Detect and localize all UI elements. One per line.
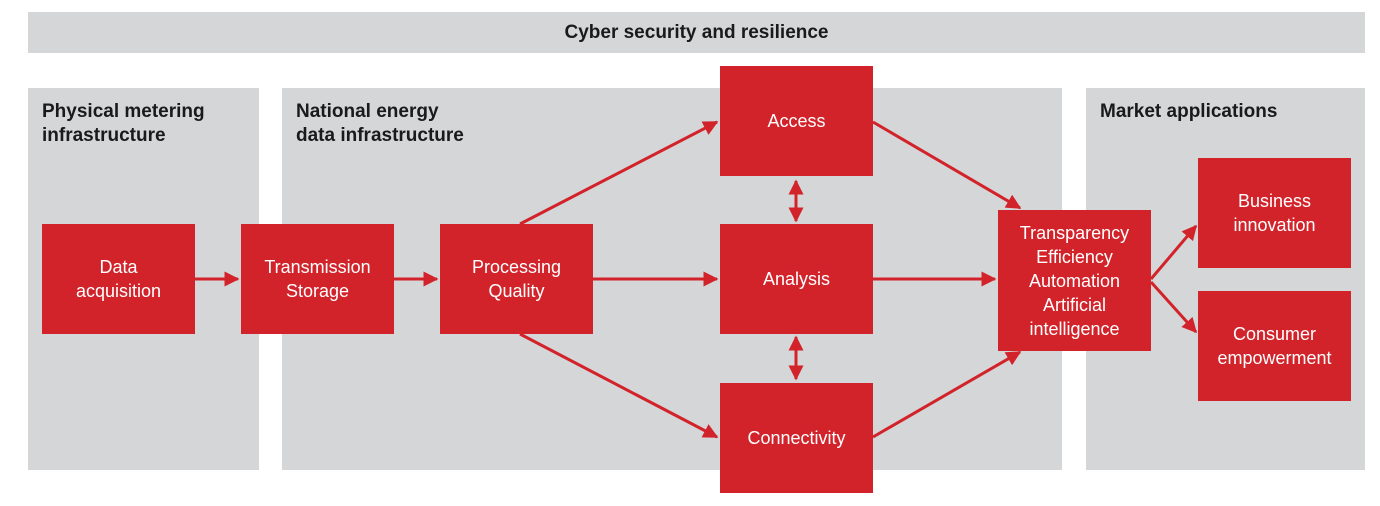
- outcomes-box: Transparency Efficiency Automation Artif…: [998, 210, 1151, 351]
- market-applications-title: Market applications: [1100, 100, 1277, 124]
- access-label: Access: [767, 111, 826, 131]
- national-energy-title: National energy data infrastructure: [296, 100, 464, 148]
- connectivity-box: Connectivity: [720, 383, 873, 493]
- arrow-outcomes-to-consumer: [1149, 280, 1198, 334]
- transmission-storage-box: Transmission Storage: [241, 224, 394, 334]
- outcomes-efficiency: Efficiency: [1036, 246, 1113, 267]
- arrow-outcomes-to-business: [1149, 224, 1198, 280]
- processing-line2: Quality: [488, 281, 545, 301]
- outcomes-artificial: Artificial: [1042, 294, 1106, 315]
- cyber-security-banner: Cyber security and resilience: [28, 12, 1365, 53]
- data-acquisition-box: Data acquisition: [42, 224, 195, 334]
- transmission-line1: Transmission: [264, 257, 371, 277]
- consumer-line2: empowerment: [1217, 348, 1332, 368]
- processing-quality-box: Processing Quality: [440, 224, 593, 334]
- outcomes-transparency: Transparency: [1019, 222, 1130, 243]
- business-line1: Business: [1237, 191, 1312, 211]
- market-applications-title-line1: Market applications: [1100, 101, 1278, 122]
- arrow-processing-to-connectivity: [519, 332, 719, 439]
- consumer-empowerment-box: Consumer empowerment: [1198, 291, 1351, 401]
- arrow-access-to-outcomes: [872, 120, 1022, 210]
- analysis-box: Analysis: [720, 224, 873, 334]
- physical-metering-title: Physical metering infrastructure: [42, 100, 205, 148]
- access-box: Access: [720, 66, 873, 176]
- physical-metering-title-line2: infrastructure: [42, 125, 166, 146]
- data-acquisition-line2: acquisition: [75, 281, 162, 301]
- data-acquisition-line1: Data: [99, 257, 138, 277]
- arrow-connectivity-to-outcomes: [872, 350, 1022, 439]
- consumer-line1: Consumer: [1232, 324, 1317, 344]
- analysis-label: Analysis: [762, 269, 831, 289]
- connectivity-label: Connectivity: [747, 428, 846, 448]
- cyber-security-title: Cyber security and resilience: [564, 21, 829, 43]
- national-energy-title-line2: data infrastructure: [296, 125, 464, 146]
- transmission-line2: Storage: [285, 281, 350, 301]
- business-innovation-box: Business innovation: [1198, 158, 1351, 268]
- processing-line1: Processing: [471, 257, 562, 277]
- business-line2: innovation: [1233, 215, 1316, 235]
- outcomes-intelligence: intelligence: [1029, 318, 1120, 339]
- national-energy-title-line1: National energy: [296, 101, 439, 122]
- arrow-processing-to-access: [519, 120, 719, 226]
- outcomes-automation: Automation: [1028, 270, 1121, 291]
- physical-metering-title-line1: Physical metering: [42, 101, 205, 122]
